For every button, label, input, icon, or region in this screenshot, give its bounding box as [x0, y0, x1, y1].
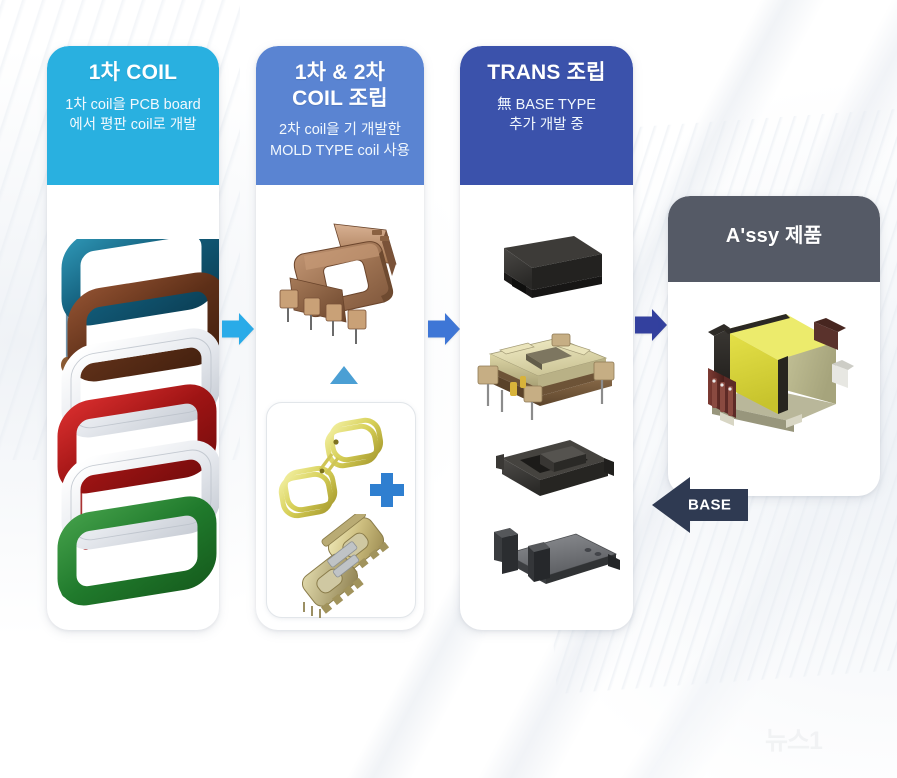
base-arrow-shaft — [688, 489, 748, 521]
arrow-3-head — [652, 309, 667, 341]
step-3-subtitle: 無 BASE TYPE 추가 개발 중 — [468, 95, 625, 136]
step-2-header: 1차 & 2차 COIL 조립 2차 coil을 기 개발한 MOLD TYPE… — [256, 46, 424, 185]
step-2-subtitle: 2차 coil을 기 개발한 MOLD TYPE coil 사용 — [264, 120, 416, 161]
stacked-pcb-coil-illustration — [57, 239, 219, 606]
news1-watermark: 뉴스1 — [765, 720, 883, 762]
step-2-title-line-2: COIL 조립 — [292, 86, 388, 110]
plus-icon-vertical — [381, 473, 393, 507]
dark-gray-base-plate-illustration — [494, 528, 620, 584]
black-top-cover-illustration — [504, 236, 602, 298]
arrow-1-shaft — [222, 320, 240, 338]
base-arrow: BASE — [652, 477, 748, 533]
base-arrow-head — [652, 477, 690, 533]
step-2-subtitle-line-2: MOLD TYPE coil 사용 — [269, 142, 411, 159]
step-1-subtitle-line-2: 에서 평판 coil로 개발 — [69, 117, 197, 134]
step-2-title: 1차 & 2차 COIL 조립 — [264, 60, 416, 111]
base-arrow-label: BASE — [688, 496, 732, 514]
watermark-text: 뉴스1 — [765, 727, 823, 755]
beige-core-assembly-illustration — [477, 333, 615, 420]
step-4-title: A'ssy 제품 — [725, 225, 823, 247]
step-2-title-line-1: 1차 & 2차 — [294, 61, 386, 84]
step-4-header: A'ssy 제품 — [668, 196, 880, 282]
process-step-card-4: A'ssy 제품 — [668, 196, 880, 496]
process-step-card-3: TRANS 조립 無 BASE TYPE 추가 개발 중 — [460, 46, 633, 630]
step-2-subtitle-line-1: 2차 coil을 기 개발한 — [279, 122, 401, 139]
step-1-subtitle: 1차 coil을 PCB board 에서 평판 coil로 개발 — [55, 95, 211, 136]
step-3-subtitle-line-1: 無 BASE TYPE — [497, 96, 596, 113]
plus-icon — [370, 473, 404, 507]
step-3-title: TRANS 조립 — [487, 61, 606, 84]
gold-wire-coil-illustration — [278, 417, 384, 519]
process-step-card-1: 1차 COIL 1차 coil을 PCB board 에서 평판 coil로 개… — [47, 46, 219, 630]
step-1-title: 1차 COIL — [88, 61, 178, 84]
arrow-2-head — [445, 313, 460, 345]
step-1-header: 1차 COIL 1차 coil을 PCB board 에서 평판 coil로 개… — [47, 46, 219, 185]
step-3-subtitle-line-2: 추가 개발 중 — [509, 117, 584, 134]
arrow-3-shaft — [635, 316, 653, 334]
upward-triangle-icon — [330, 366, 358, 384]
step-1-subtitle-line-1: 1차 coil을 PCB board — [65, 96, 201, 113]
brown-bobbin-coil-illustration — [279, 223, 397, 344]
gold-mold-type-coil-illustration — [301, 514, 390, 618]
flow-arrow-2 — [428, 312, 460, 346]
flow-arrow-3 — [635, 308, 667, 342]
flow-arrow-1 — [222, 312, 254, 346]
finished-transformer-illustration — [708, 314, 854, 432]
step-3-header: TRANS 조립 無 BASE TYPE 추가 개발 중 — [460, 46, 633, 185]
arrow-2-shaft — [428, 320, 446, 338]
arrow-1-head — [239, 313, 254, 345]
black-mid-housing-illustration — [496, 440, 614, 496]
